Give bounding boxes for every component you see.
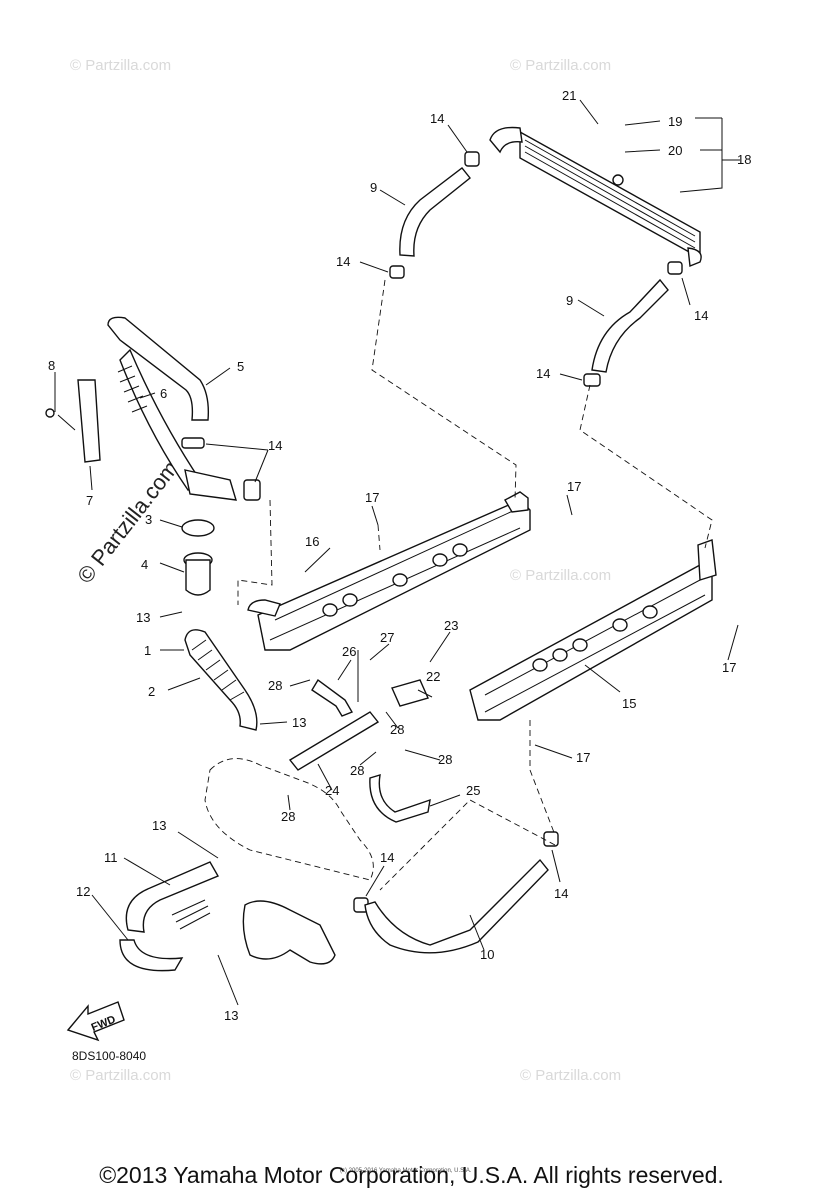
upper-hose-left: [399, 167, 471, 257]
callout-3: 3: [145, 512, 152, 527]
callout-17-c: 17: [722, 660, 736, 675]
callout-14-e: 14: [268, 438, 282, 453]
callout-24: 24: [325, 783, 339, 798]
upper-left-hose: [107, 316, 237, 501]
callout-28-a: 28: [268, 678, 282, 693]
callout-17-a: 17: [365, 490, 379, 505]
callout-26: 26: [342, 644, 356, 659]
callout-14-f: 14: [380, 850, 394, 865]
callout-14-d: 14: [536, 366, 550, 381]
callout-18: 18: [737, 152, 751, 167]
copyright-footer: ©2013 Yamaha Motor Corporation, U.S.A. A…: [99, 1162, 724, 1188]
callout-7: 7: [86, 493, 93, 508]
radiator: [489, 126, 702, 267]
callout-6: 6: [160, 386, 167, 401]
callout-10: 10: [480, 947, 494, 962]
watermark-bottom-right: © Partzilla.com: [520, 1067, 621, 1084]
callout-1: 1: [144, 643, 151, 658]
callout-11: 11: [104, 850, 118, 865]
callout-13-d: 13: [224, 1008, 238, 1023]
leader-lines: [54, 99, 740, 1006]
fwd-arrow: FWD: [66, 1001, 125, 1042]
diagram-code: 8DS100-8040: [72, 1049, 146, 1063]
callout-19: 19: [668, 114, 682, 129]
callout-28-e: 28: [281, 809, 295, 824]
lower-hose: [364, 858, 549, 954]
callout-14-c: 14: [694, 308, 708, 323]
assembly-lines: [237, 279, 713, 891]
callout-9-b: 9: [566, 293, 573, 308]
callout-21: 21: [562, 88, 576, 103]
callout-14-b: 14: [336, 254, 350, 269]
callout-28-b: 28: [390, 722, 404, 737]
callout-5: 5: [237, 359, 244, 374]
callout-13-c: 13: [152, 818, 166, 833]
callout-13-b: 13: [292, 715, 306, 730]
callout-27: 27: [380, 630, 394, 645]
callout-22: 22: [426, 669, 440, 684]
callout-4: 4: [141, 557, 148, 572]
hose-clamps: [181, 151, 683, 913]
callout-20: 20: [668, 143, 682, 158]
bottom-left-hoses: [119, 861, 220, 972]
callouts: 21 19 20 18 14 9 14 9 14 14 5 8 6 14 7 3…: [48, 88, 751, 1023]
tiny-notice: (c) 2005-2016 Yamaha Motor Corporation, …: [340, 1168, 472, 1174]
callout-13-a: 13: [136, 610, 150, 625]
watermarks: © Partzilla.com © Partzilla.com © Partzi…: [70, 57, 621, 1084]
callout-9-a: 9: [370, 180, 377, 195]
water-pipes: [247, 491, 717, 721]
bracket: [45, 379, 101, 463]
callout-14-g: 14: [554, 886, 568, 901]
engine-outline: [204, 758, 374, 881]
callout-12: 12: [76, 884, 90, 899]
callout-28-d: 28: [438, 752, 452, 767]
center-hoses: [288, 650, 431, 823]
filler-neck: [181, 519, 215, 596]
watermark-mid-right: © Partzilla.com: [510, 567, 611, 584]
callout-17-d: 17: [576, 750, 590, 765]
upper-hose-right: [591, 278, 669, 373]
watermark-top-left: © Partzilla.com: [70, 57, 171, 74]
watermark-top-right: © Partzilla.com: [510, 57, 611, 74]
crankcase-fitting: [242, 900, 336, 965]
callout-16: 16: [305, 534, 319, 549]
callout-25: 25: [466, 783, 480, 798]
watermark-bottom-left: © Partzilla.com: [70, 1067, 171, 1084]
callout-8: 8: [48, 358, 55, 373]
callout-15: 15: [622, 696, 636, 711]
callout-23: 23: [444, 618, 458, 633]
callout-2: 2: [148, 684, 155, 699]
callout-14-a: 14: [430, 111, 444, 126]
lower-left-hose: [184, 629, 258, 731]
callout-17-b: 17: [567, 479, 581, 494]
callout-28-c: 28: [350, 763, 364, 778]
